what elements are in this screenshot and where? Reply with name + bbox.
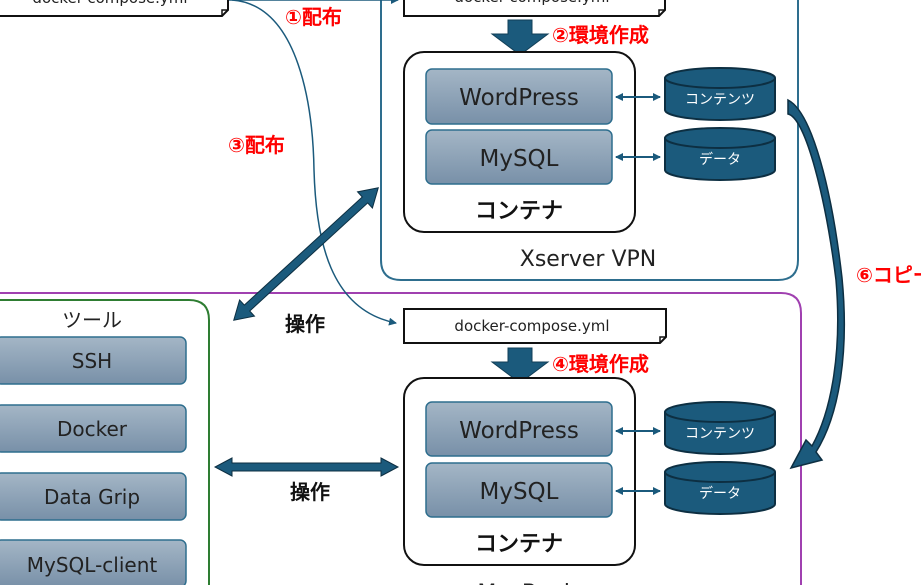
macbook-file-label: docker-compose.yml — [454, 317, 609, 335]
svg-text:Data Grip: Data Grip — [44, 485, 140, 509]
database-cylinder-icon: データ — [699, 485, 741, 502]
macbook-service-mysql: MySQL — [425, 462, 613, 518]
tools-title: ツール — [62, 308, 122, 332]
svg-text:WordPress: WordPress — [459, 85, 579, 111]
remote-operation-arrow-icon — [233, 187, 379, 321]
xserver-step-create: ②環境作成 — [552, 23, 649, 47]
step-copy-6: ⑥コピー — [856, 263, 921, 287]
xserver-volume-contents: コンテンツ — [664, 67, 776, 121]
xserver-host-label: Xserver VPN — [520, 247, 656, 272]
create-env-arrow-icon — [490, 19, 550, 56]
tool-mysql-client: MySQL-client — [0, 539, 187, 585]
database-cylinder-icon: データ — [699, 151, 741, 168]
xserver-file-label: docker-compose.yml — [454, 0, 609, 6]
tool-datagrip: Data Grip — [0, 472, 187, 521]
macbook-host-label: MacBook — [477, 581, 577, 585]
local-operation-arrow-icon — [213, 457, 400, 477]
remote-operation-label: 操作 — [285, 312, 325, 336]
svg-text:MySQL: MySQL — [480, 146, 559, 172]
svg-text:MySQL-client: MySQL-client — [27, 553, 158, 577]
xserver-boundary — [380, 0, 799, 281]
copy-arrow-icon — [787, 98, 846, 470]
step-distribute-1: ①配布 — [285, 5, 342, 29]
tool-ssh: SSH — [0, 336, 187, 385]
local-operation-label: 操作 — [290, 480, 330, 504]
step-distribute-3: ③配布 — [228, 133, 285, 157]
svg-text:SSH: SSH — [72, 349, 112, 373]
macbook-host: MacBook docker-compose.yml ④環境作成 WordPre… — [0, 292, 802, 585]
database-cylinder-icon: コンテンツ — [685, 92, 755, 108]
source-compose-file: docker-compose.yml — [0, 0, 229, 17]
tools-boundary — [0, 299, 210, 585]
macbook-compose-file: docker-compose.yml — [403, 308, 667, 344]
xserver-volume-data: データ — [664, 127, 776, 181]
tools-group: ツール SSH Docker Data Grip MySQL-client — [0, 299, 210, 585]
xserver-compose-file: docker-compose.yml — [403, 0, 666, 17]
svg-text:MySQL: MySQL — [480, 479, 559, 505]
svg-text:Docker: Docker — [57, 417, 128, 441]
xserver-container-label: コンテナ — [475, 199, 563, 224]
database-cylinder-icon: コンテンツ — [685, 426, 755, 442]
xserver-service-mysql: MySQL — [425, 129, 613, 185]
xserver-service-wordpress: WordPress — [425, 68, 613, 125]
create-env-arrow-icon — [490, 347, 550, 384]
distribute-3-connector — [231, 0, 397, 326]
tool-docker: Docker — [0, 404, 187, 453]
macbook-service-wordpress: WordPress — [425, 401, 613, 457]
xserver-host: Xserver VPN docker-compose.yml ②環境作成 Wor… — [380, 0, 799, 281]
macbook-volume-contents: コンテンツ — [664, 401, 776, 455]
svg-text:WordPress: WordPress — [459, 418, 579, 444]
source-file-label: docker-compose.yml — [32, 0, 187, 7]
macbook-step-create: ④環境作成 — [552, 352, 649, 376]
macbook-volume-data: データ — [664, 461, 776, 515]
macbook-container-label: コンテナ — [475, 532, 563, 557]
macbook-boundary — [0, 292, 802, 585]
